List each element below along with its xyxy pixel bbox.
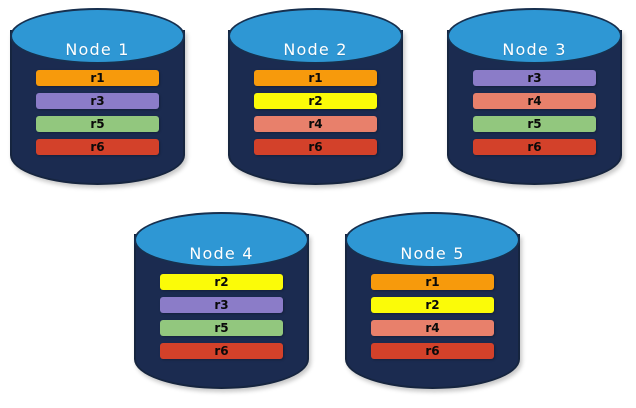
database-node-4[interactable]: r2 r3 r5 r6 Node 4 [134,212,309,397]
replica-row[interactable]: r4 [473,93,596,109]
replica-row[interactable]: r6 [473,139,596,155]
node-label: Node 5 [400,244,465,263]
replica-list: r1 r3 r5 r6 [10,70,185,155]
replica-row[interactable]: r6 [36,139,159,155]
replica-row[interactable]: r5 [36,116,159,132]
replica-row[interactable]: r1 [36,70,159,86]
replica-list: r1 r2 r4 r6 [345,274,520,359]
replica-row[interactable]: r6 [254,139,377,155]
replica-row[interactable]: r3 [36,93,159,109]
node-label: Node 2 [283,40,348,59]
database-node-5[interactable]: r1 r2 r4 r6 Node 5 [345,212,520,397]
replica-row[interactable]: r5 [473,116,596,132]
cylinder-top-icon [10,8,185,64]
cylinder-top-icon [228,8,403,64]
replica-row[interactable]: r3 [160,297,283,313]
cylinder-top-icon [134,212,309,268]
cylinder-top-icon [345,212,520,268]
database-node-1[interactable]: r1 r3 r5 r6 Node 1 [10,8,185,193]
database-node-2[interactable]: r1 r2 r4 r6 Node 2 [228,8,403,193]
replica-row[interactable]: r1 [254,70,377,86]
node-label: Node 4 [189,244,254,263]
node-label: Node 1 [65,40,130,59]
replica-row[interactable]: r3 [473,70,596,86]
replica-row[interactable]: r1 [371,274,494,290]
replica-row[interactable]: r6 [160,343,283,359]
replica-list: r3 r4 r5 r6 [447,70,622,155]
node-label: Node 3 [502,40,567,59]
database-node-3[interactable]: r3 r4 r5 r6 Node 3 [447,8,622,193]
replica-list: r2 r3 r5 r6 [134,274,309,359]
replica-row[interactable]: r4 [254,116,377,132]
replica-row[interactable]: r2 [254,93,377,109]
replica-list: r1 r2 r4 r6 [228,70,403,155]
cylinder-top-icon [447,8,622,64]
replica-row[interactable]: r6 [371,343,494,359]
replica-row[interactable]: r2 [160,274,283,290]
replica-row[interactable]: r4 [371,320,494,336]
replica-row[interactable]: r5 [160,320,283,336]
replica-row[interactable]: r2 [371,297,494,313]
